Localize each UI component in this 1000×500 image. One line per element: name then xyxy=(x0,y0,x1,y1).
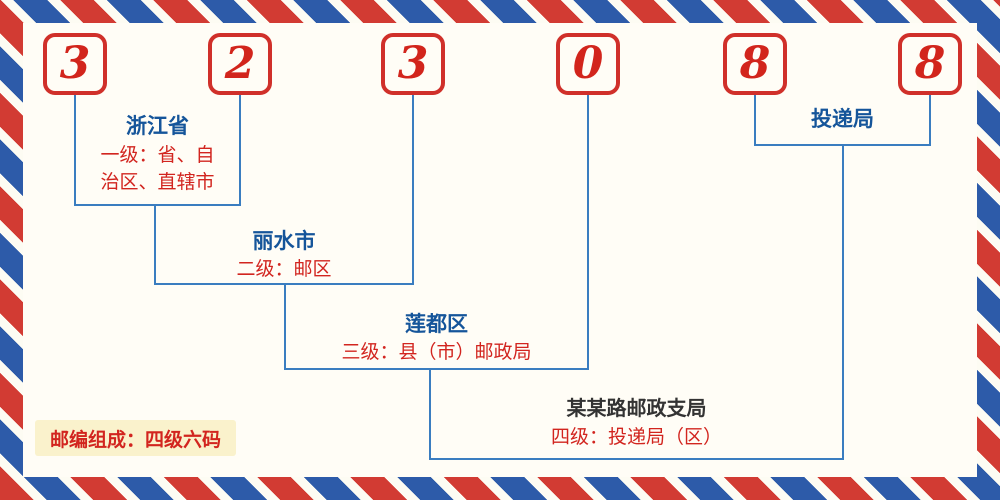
delivery-office-label: 投递局 xyxy=(811,107,874,131)
connector-level2-right xyxy=(412,95,414,285)
connector-level4-left xyxy=(429,368,431,460)
digit-box-1: 3 xyxy=(43,33,107,95)
district-label: 莲都区 xyxy=(405,312,468,336)
province-description-line1: 一级：省、自 xyxy=(100,144,215,166)
connector-level1-left xyxy=(74,95,76,206)
digit-5: 8 xyxy=(739,38,771,89)
connector-level3-bottom xyxy=(284,368,589,370)
city-label: 丽水市 xyxy=(252,229,316,253)
postal-code-composition-note: 邮编组成：四级六码 xyxy=(35,420,237,456)
digit-box-4: 0 xyxy=(556,33,620,95)
digit-1: 3 xyxy=(59,38,91,89)
province-description-line2: 治区、直辖市 xyxy=(100,171,215,193)
connector-level3-right xyxy=(587,95,589,370)
postal-code-composition-text: 邮编组成：四级六码 xyxy=(50,428,222,451)
envelope-inner-panel xyxy=(23,23,977,477)
province-label: 浙江省 xyxy=(126,114,189,138)
connector-level1-bottom xyxy=(74,204,241,206)
digit-box-2: 2 xyxy=(208,33,272,95)
connector-level3-left xyxy=(284,283,286,370)
district-description: 三级：县（市）邮政局 xyxy=(341,341,532,363)
digit-6: 8 xyxy=(914,38,946,89)
connector-level2-left xyxy=(154,204,156,285)
digit-4: 0 xyxy=(572,38,604,89)
branch-office-label: 某某路邮政支局 xyxy=(566,396,707,420)
connector-level1-right xyxy=(239,95,241,206)
branch-office-description: 四级：投递局（区） xyxy=(550,426,722,448)
digit-box-5: 8 xyxy=(723,33,787,95)
connector-delivery-right xyxy=(929,95,931,146)
connector-delivery-left xyxy=(754,95,756,146)
digit-3: 3 xyxy=(397,38,429,89)
city-description: 二级：邮区 xyxy=(236,258,332,280)
digit-2: 2 xyxy=(224,38,256,89)
province-description: 一级：省、自 治区、直辖市 xyxy=(64,142,251,196)
digit-box-6: 8 xyxy=(898,33,962,95)
digit-box-3: 3 xyxy=(381,33,445,95)
connector-level4-right xyxy=(842,144,844,460)
connector-level4-bottom xyxy=(429,458,844,460)
